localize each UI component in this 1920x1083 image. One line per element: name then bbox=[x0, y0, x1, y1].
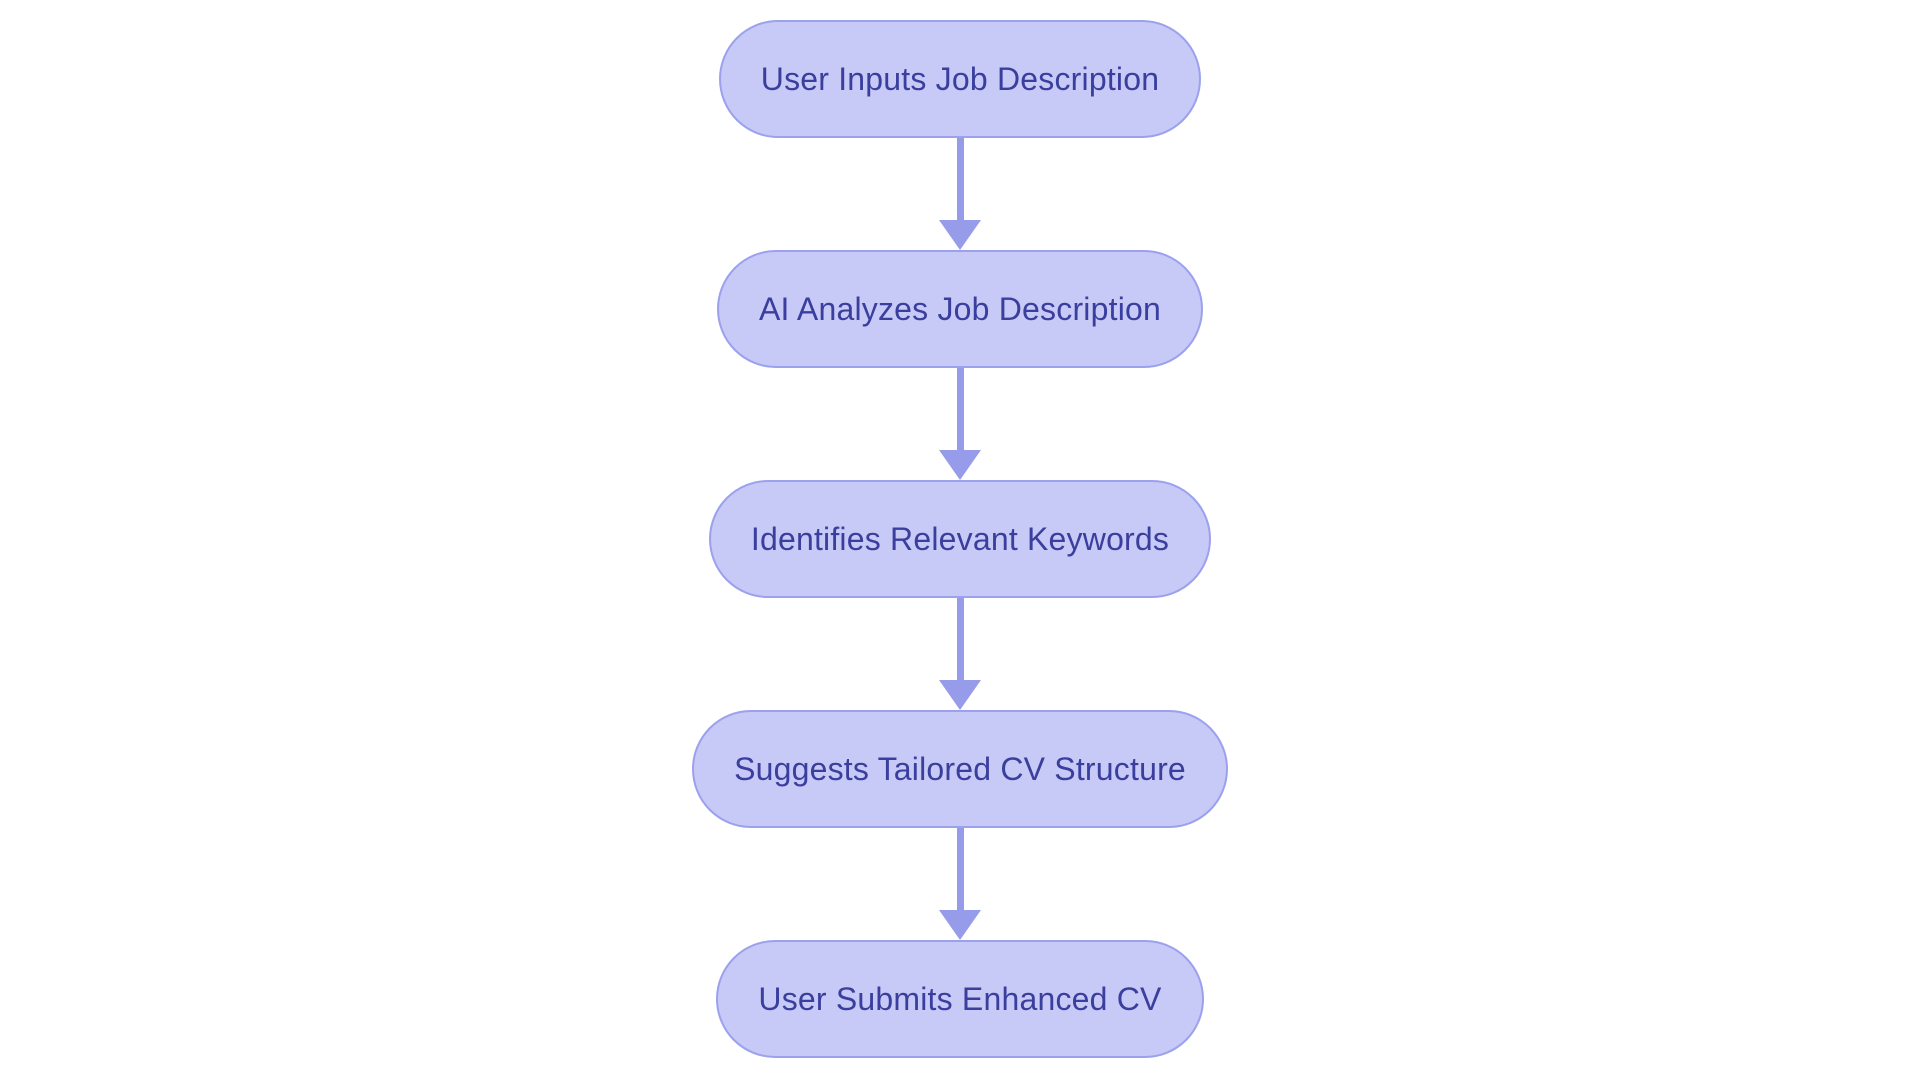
flow-node-suggests-tailored-cv-structure: Suggests Tailored CV Structure bbox=[692, 710, 1228, 828]
arrow-head-icon bbox=[939, 220, 981, 250]
flow-arrow-4 bbox=[939, 828, 981, 940]
flow-node-identifies-relevant-keywords: Identifies Relevant Keywords bbox=[708, 480, 1212, 598]
arrow-head-icon bbox=[939, 450, 981, 480]
flow-arrow-1 bbox=[939, 138, 981, 250]
arrow-head-icon bbox=[939, 910, 981, 940]
flow-node-user-inputs-job-description: User Inputs Job Description bbox=[718, 20, 1202, 138]
arrow-line bbox=[956, 368, 964, 450]
arrow-head-icon bbox=[939, 680, 981, 710]
flow-node-ai-analyzes-job-description: AI Analyzes Job Description bbox=[716, 250, 1204, 368]
node-label: AI Analyzes Job Description bbox=[758, 290, 1162, 327]
flow-node-user-submits-enhanced-cv: User Submits Enhanced CV bbox=[716, 940, 1204, 1058]
arrow-line bbox=[956, 598, 964, 680]
flow-arrow-3 bbox=[939, 598, 981, 710]
node-label: Identifies Relevant Keywords bbox=[750, 520, 1170, 557]
flow-arrow-2 bbox=[939, 368, 981, 480]
flowchart: User Inputs Job Description AI Analyzes … bbox=[0, 20, 1920, 1058]
arrow-line bbox=[956, 138, 964, 220]
node-label: User Inputs Job Description bbox=[760, 60, 1160, 97]
arrow-line bbox=[956, 828, 964, 910]
node-label: User Submits Enhanced CV bbox=[758, 980, 1162, 1017]
node-label: Suggests Tailored CV Structure bbox=[734, 750, 1186, 787]
